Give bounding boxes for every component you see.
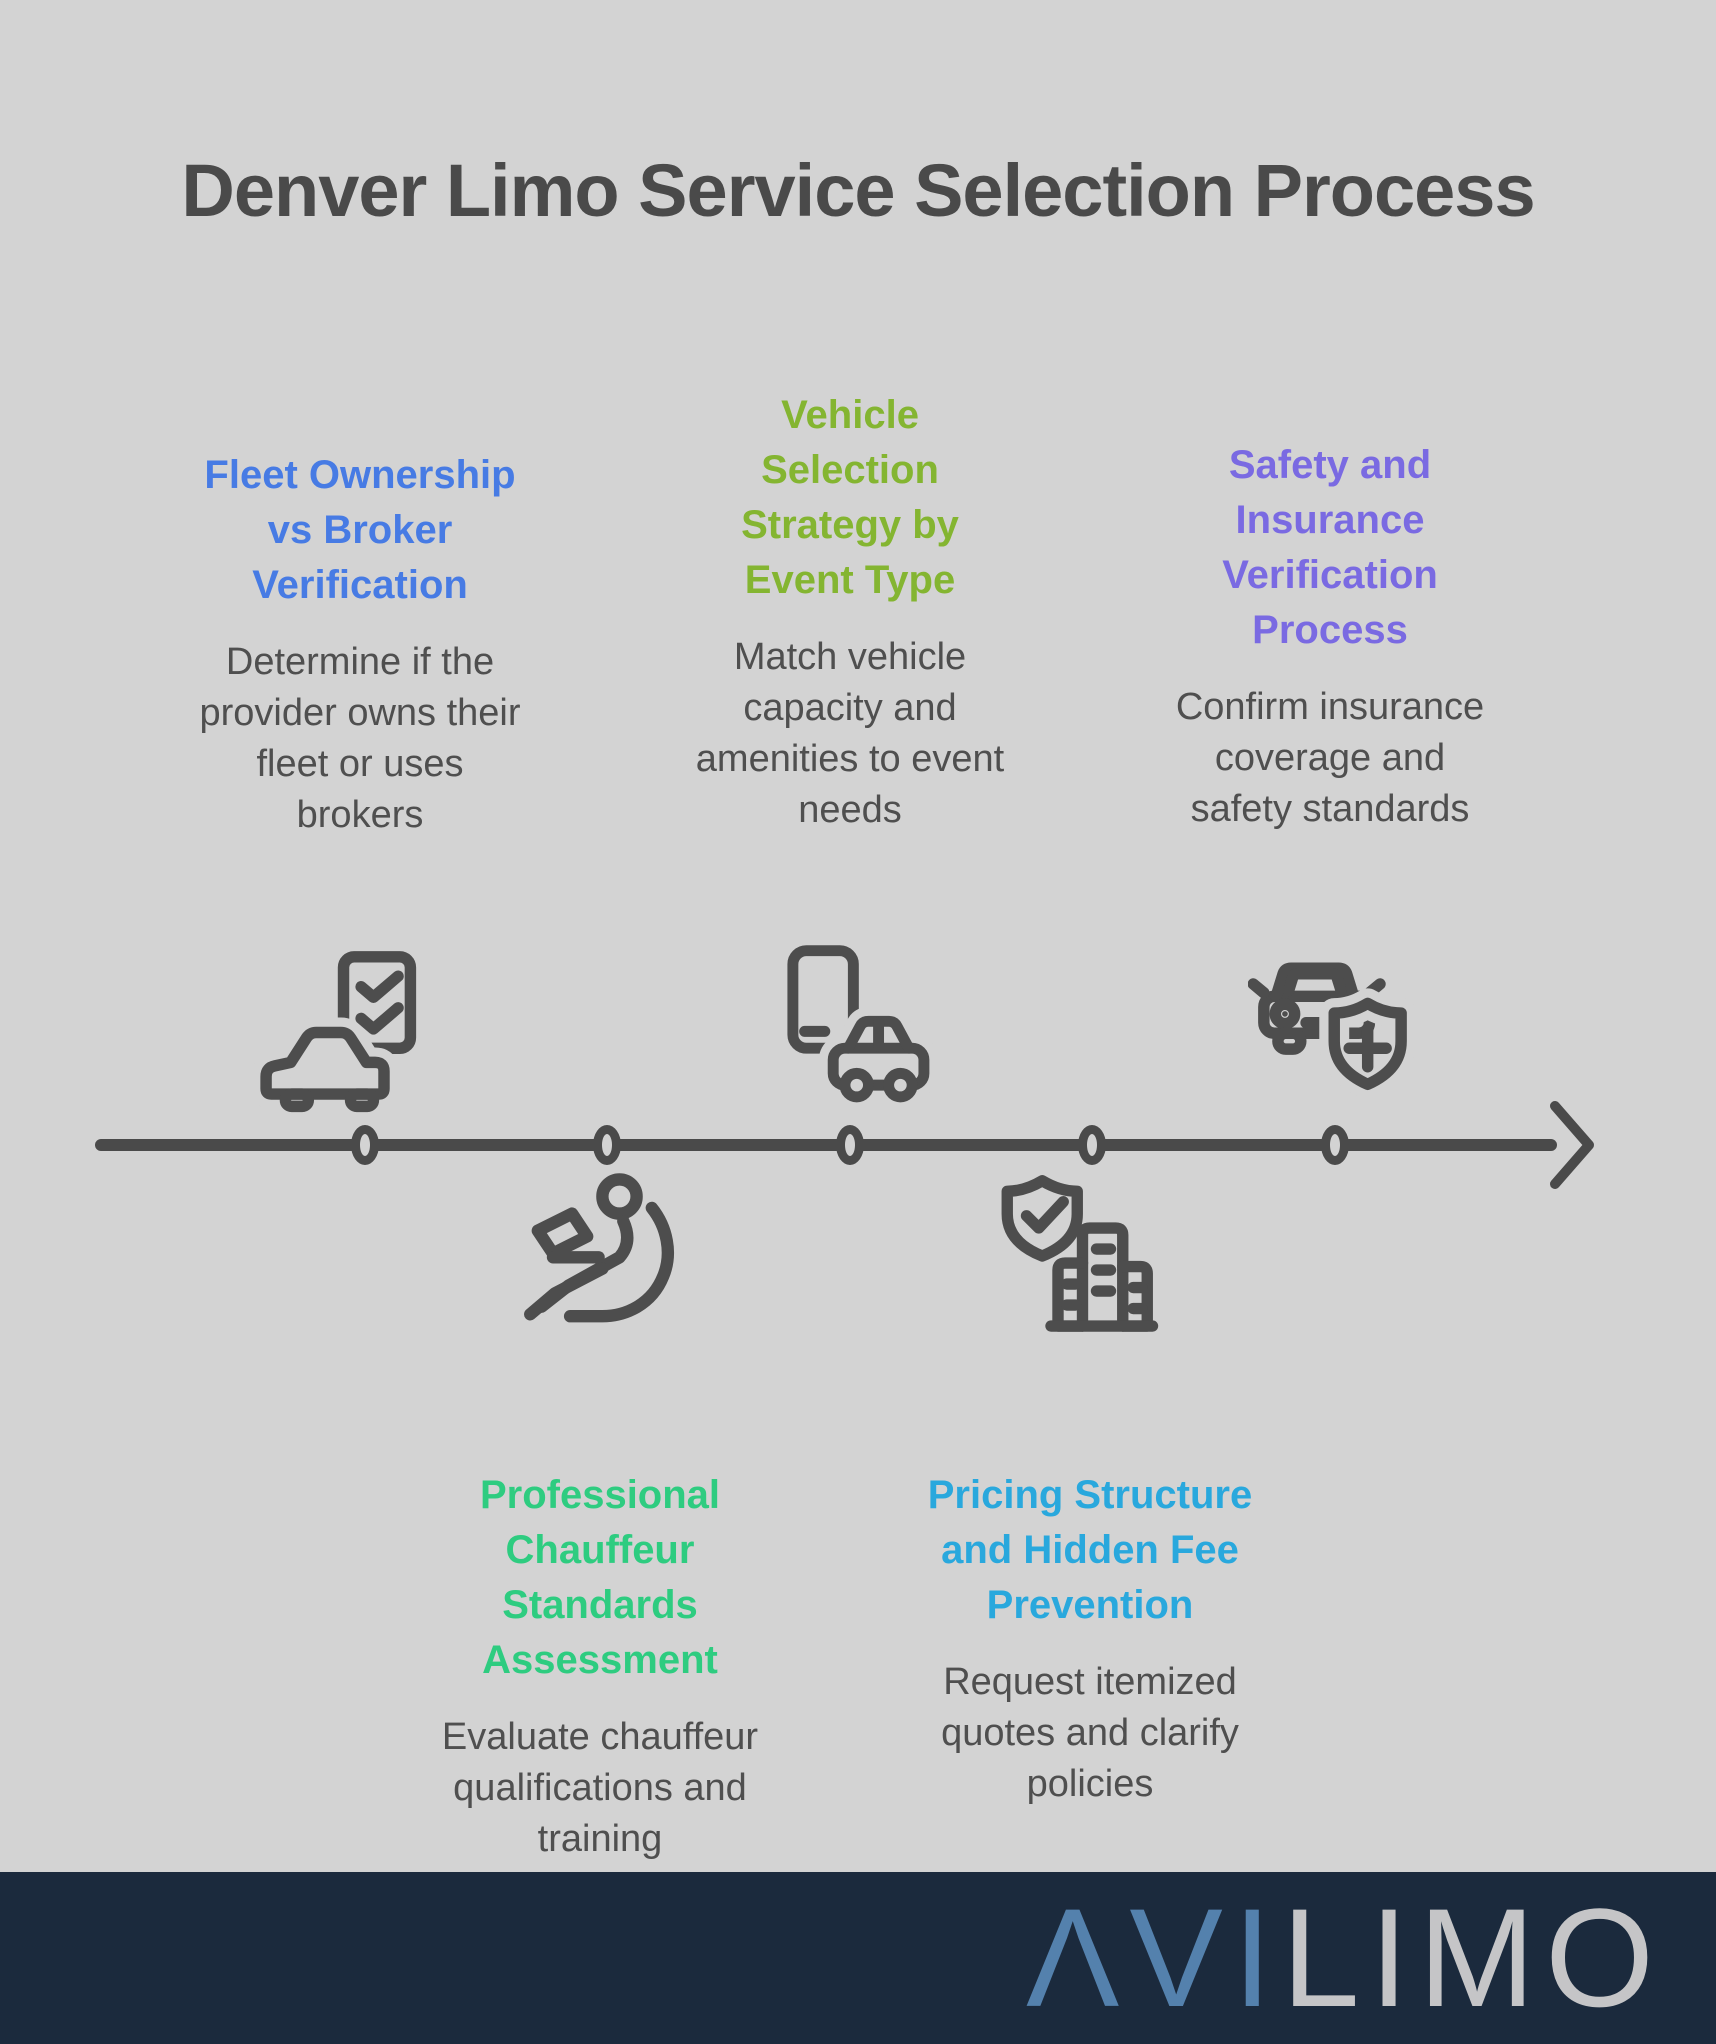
timeline-line — [95, 1139, 1557, 1151]
brand-logo-primary: ΛVI — [1025, 1879, 1282, 2036]
footer-bar: ΛVILIMO — [0, 1872, 1716, 2044]
timeline-node-2 — [593, 1125, 621, 1165]
timeline-node-1 — [351, 1125, 379, 1165]
chauffeur-laptop-icon — [515, 1168, 705, 1358]
timeline-node-5 — [1321, 1125, 1349, 1165]
brand-logo-secondary: LIMO — [1281, 1879, 1664, 2036]
timeline-arrow-icon — [1550, 1101, 1594, 1189]
shield-building-icon — [995, 1172, 1170, 1347]
brand-logo: ΛVILIMO — [1026, 1888, 1664, 2028]
phone-car-icon — [766, 944, 934, 1112]
timeline-node-3 — [836, 1125, 864, 1165]
timeline-node-4 — [1078, 1125, 1106, 1165]
page-title: Denver Limo Service Selection Process — [181, 149, 1535, 232]
car-shield-plus-icon — [1248, 940, 1424, 1116]
car-checklist-icon — [252, 948, 428, 1124]
